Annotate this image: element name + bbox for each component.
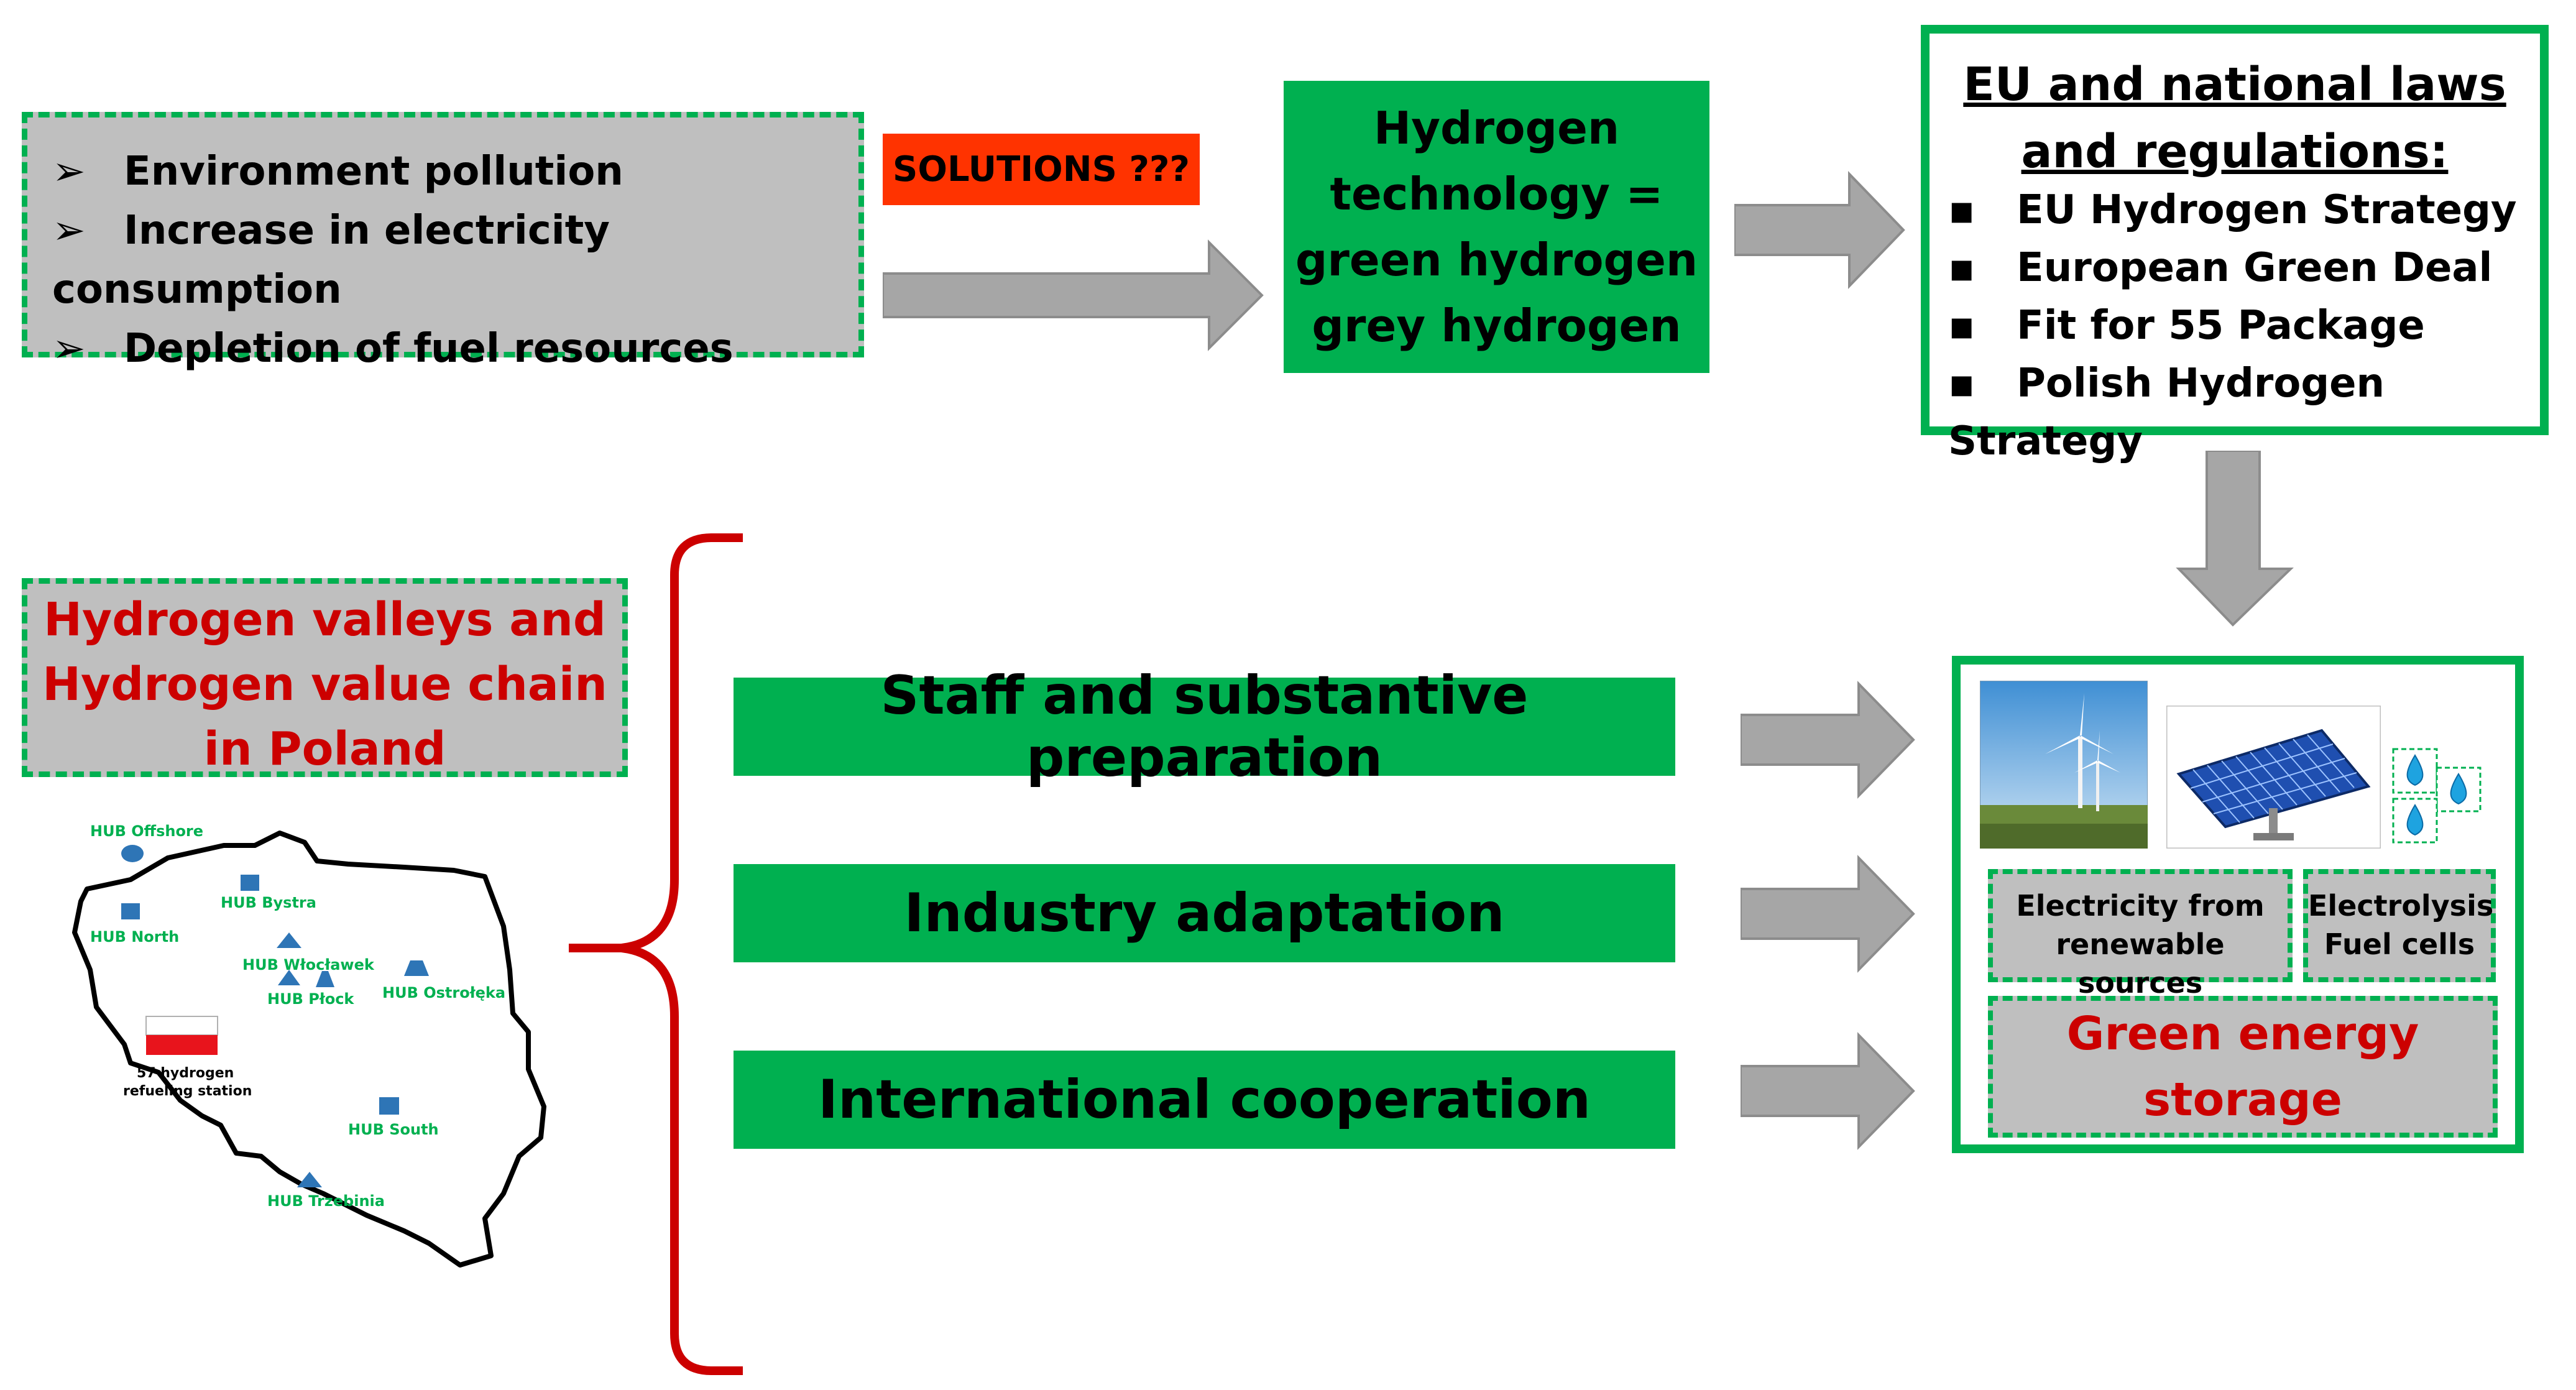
law-item: ▪EU Hydrogen Strategy — [1948, 182, 2540, 239]
poland-map: HUB Offshore HUB Bystra HUB North HUB Wł… — [72, 822, 546, 1268]
problems-box: ➢Environment pollution ➢Increase in elec… — [22, 112, 864, 372]
action-staff-preparation: Staff and substantive preparation — [734, 665, 1675, 789]
law-item: ▪Polish Hydrogen Strategy — [1948, 355, 2540, 471]
hub-trzebinia-icon — [297, 1172, 322, 1187]
problem-item: ➢Depletion of fuel resources — [52, 320, 858, 379]
arrow-bullet-icon: ➢ — [52, 326, 86, 372]
square-bullet-icon: ▪ — [1948, 245, 1976, 291]
hydrogen-technology-box: Hydrogen technology = green hydrogen gre… — [1284, 81, 1709, 373]
hub-label: HUB Ostrołęka — [382, 984, 505, 1001]
hub-wloclawek-icon — [277, 932, 301, 948]
law-item: ▪Fit for 55 Package — [1948, 297, 2540, 355]
wind-turbine-image — [1980, 681, 2148, 849]
law-item: ▪European Green Deal — [1948, 239, 2540, 297]
square-bullet-icon: ▪ — [1948, 187, 1976, 233]
arrow-laws-to-outcome — [2176, 451, 2294, 627]
square-bullet-icon: ▪ — [1948, 303, 1976, 349]
hub-label: HUB South — [348, 1121, 439, 1138]
hydrogen-valleys-box: Hydrogen valleys and Hydrogen value chai… — [22, 578, 628, 777]
solar-panel-image — [2166, 706, 2381, 849]
hub-plock-icon — [316, 971, 334, 987]
arrow-bullet-icon: ➢ — [52, 149, 86, 195]
water-drops-image — [2392, 748, 2482, 844]
laws-box: EU and national laws and regulations: ▪E… — [1921, 25, 2549, 464]
poland-flag-icon — [145, 1016, 218, 1055]
solutions-label: SOLUTIONS ??? — [883, 134, 1200, 205]
hub-bystra-icon — [241, 875, 259, 891]
green-energy-storage-box: Green energy storage — [1988, 996, 2498, 1138]
arrow-staff-to-outcome — [1741, 681, 1915, 799]
hub-label: HUB Trzebinia — [267, 1192, 385, 1210]
problem-item: ➢Increase in electricity consumption — [52, 201, 858, 320]
arrow-problems-to-technology — [883, 239, 1264, 351]
hub-label: HUB Bystra — [221, 894, 316, 911]
hub-label: HUB Włocławek — [242, 956, 375, 973]
problem-item: ➢Environment pollution — [52, 142, 858, 201]
hub-offshore-icon — [121, 845, 144, 862]
hub-label: HUB North — [90, 928, 179, 946]
arrow-bullet-icon: ➢ — [52, 208, 86, 254]
hub-plock-icon — [278, 970, 300, 985]
stations-label: refueling station — [123, 1084, 252, 1099]
action-industry-adaptation: Industry adaptation — [734, 864, 1675, 962]
arrow-industry-to-outcome — [1741, 855, 1915, 973]
square-bullet-icon: ▪ — [1948, 361, 1976, 407]
arrow-technology-to-laws — [1734, 171, 1905, 289]
curly-brace — [569, 533, 743, 1375]
hub-label: HUB Płock — [267, 990, 354, 1008]
laws-title: EU and national laws and regulations: — [1963, 58, 2506, 178]
renewables-box: Electricity from renewable sources — [1988, 869, 2293, 1000]
hub-north-icon — [121, 903, 140, 919]
hub-ostroleka-icon — [404, 960, 429, 976]
electrolysis-box: Electrolysis Fuel cells — [2303, 869, 2496, 982]
hub-south-icon — [379, 1097, 399, 1115]
action-international-cooperation: International cooperation — [734, 1051, 1675, 1149]
stations-label: 57 hydrogen — [137, 1066, 234, 1081]
hub-label: HUB Offshore — [90, 822, 203, 840]
arrow-cooperation-to-outcome — [1741, 1032, 1915, 1150]
